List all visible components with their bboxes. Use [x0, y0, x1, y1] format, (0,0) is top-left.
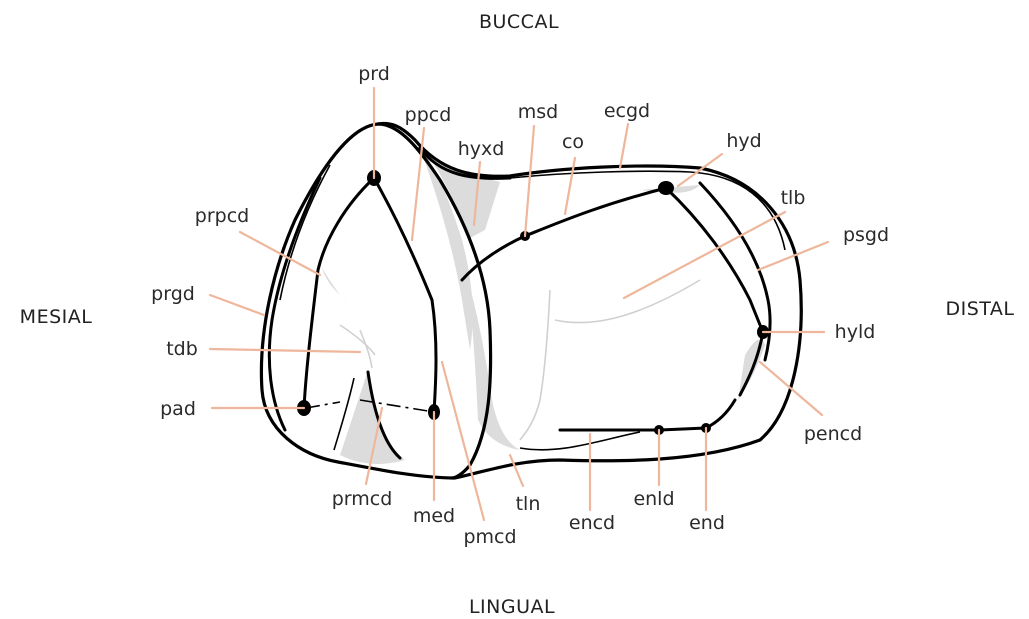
label-prmcd: prmcd	[332, 488, 393, 510]
label-psgd: psgd	[843, 224, 889, 246]
label-prpcd: prpcd	[195, 205, 249, 227]
label-prd: prd	[358, 63, 390, 85]
leader-lines	[210, 88, 828, 520]
label-ppcd: ppcd	[405, 104, 452, 126]
label-hyd: hyd	[726, 130, 761, 152]
orientation-mesial: MESIAL	[20, 306, 93, 328]
orientation-distal: DISTAL	[945, 298, 1014, 320]
orientation-lingual: LINGUAL	[469, 596, 555, 618]
label-med: med	[413, 505, 455, 527]
label-prgd: prgd	[151, 283, 195, 305]
label-msd: msd	[518, 101, 558, 123]
label-hyxd: hyxd	[458, 138, 505, 160]
label-encd: encd	[569, 512, 615, 534]
hypoconid-point	[658, 181, 674, 195]
label-pencd: pencd	[804, 423, 862, 445]
orientation-buccal: BUCCAL	[479, 11, 559, 33]
label-enld: enld	[633, 488, 674, 510]
anatomy-labels: prd ppcd hyxd msd co ecgd hyd tlb psgd h…	[151, 63, 889, 548]
label-hyld: hyld	[835, 321, 876, 343]
label-pmcd: pmcd	[463, 526, 516, 548]
tooth-shading	[322, 148, 765, 464]
label-ecgd: ecgd	[604, 100, 650, 122]
label-pad: pad	[160, 398, 196, 420]
label-tdb: tdb	[166, 338, 198, 360]
label-tln: tln	[516, 493, 541, 515]
label-tlb: tlb	[781, 187, 806, 209]
talonid-basin-lines	[340, 280, 700, 440]
label-co: co	[562, 131, 584, 153]
label-end: end	[689, 512, 725, 534]
